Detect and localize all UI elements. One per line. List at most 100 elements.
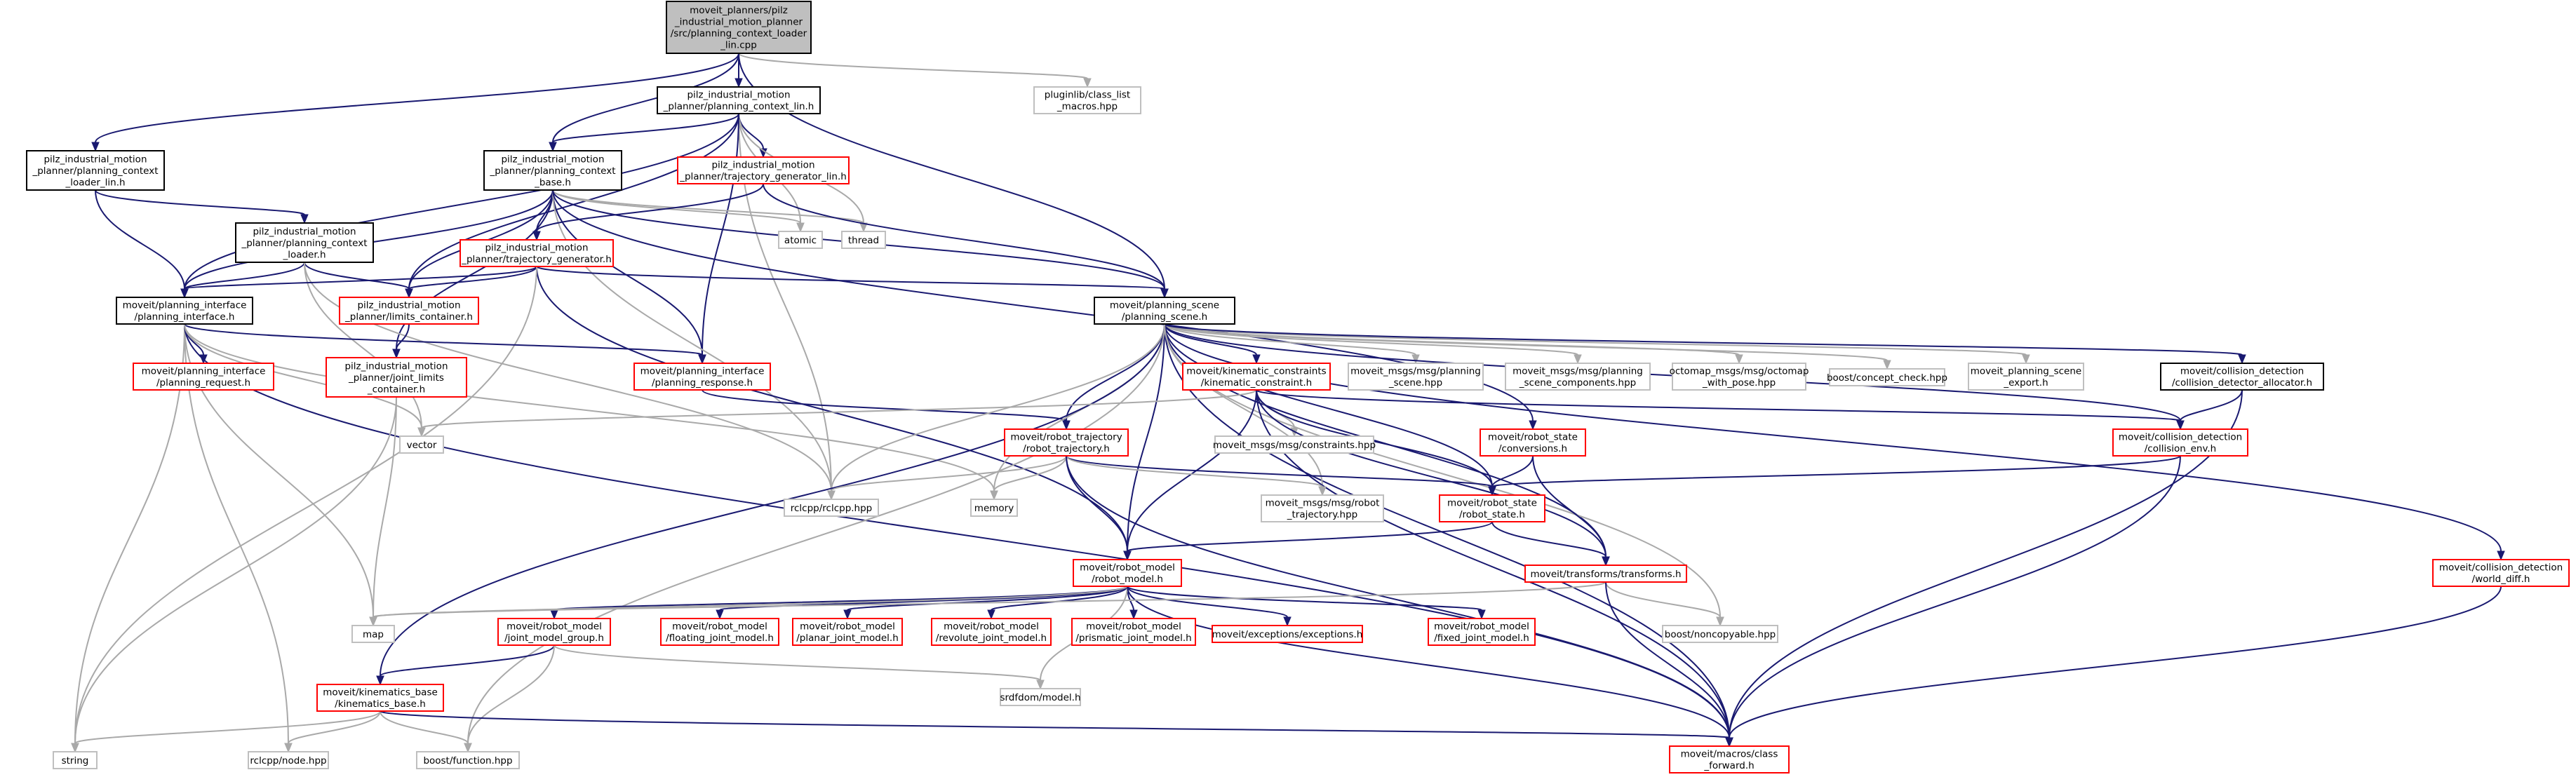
node-ctx-loader-lin-h[interactable]: pilz_industrial_motion_planner/planning_…: [26, 150, 165, 191]
edge-traj_gen_h-to-planning_interface: [180, 266, 537, 299]
node-box: [316, 684, 444, 712]
node-label-line: _loader_lin.h: [65, 177, 125, 188]
node-exceptions[interactable]: moveit/exceptions/exceptions.h: [1212, 625, 1363, 643]
edge-planning_interface-to-planning_response: [184, 323, 706, 365]
node-label-line: _planner/planning_context_lin.h: [663, 101, 814, 112]
node-robot-state[interactable]: moveit/robot_state/robot_state.h: [1439, 494, 1545, 522]
node-planning-interface[interactable]: moveit/planning_interface/planning_inter…: [116, 297, 253, 325]
node-label-line: moveit/robot_model: [1086, 621, 1181, 633]
node-label-line: moveit/robot_model: [1434, 621, 1529, 633]
node-label-line: _industrial_motion_planner: [674, 17, 803, 28]
node-box: [1428, 618, 1536, 646]
node-msg-planning-scene[interactable]: moveit_msgs/msg/planning_scene.hpp: [1348, 363, 1484, 391]
node-srdf[interactable]: srdfdom/model.h: [1000, 688, 1081, 706]
node-concept-check[interactable]: boost/concept_check.hpp: [1827, 368, 1947, 386]
node-label-line: moveit/robot_model: [672, 621, 767, 633]
node-msg-robot-traj[interactable]: moveit_msgs/msg/robot_trajectory.hpp: [1261, 494, 1384, 522]
node-cd-allocator[interactable]: moveit/collision_detection/collision_det…: [2160, 363, 2324, 391]
node-planar[interactable]: moveit/robot_model/planar_joint_model.h: [792, 618, 903, 646]
node-box: [2432, 559, 2570, 587]
edge-collision_env-to-class_forward: [1725, 455, 2181, 748]
node-traj-gen-lin-h[interactable]: pilz_industrial_motion_planner/trajector…: [677, 156, 850, 184]
node-string[interactable]: string: [53, 751, 98, 769]
node-box: [1094, 297, 1235, 325]
edge-arrowhead: [1488, 486, 1496, 496]
node-class-forward[interactable]: moveit/macros/class_forward.h: [1669, 745, 1790, 773]
node-boost-function[interactable]: boost/function.hpp: [416, 751, 520, 769]
edge-robot_model-to-planar: [843, 586, 1128, 620]
node-traj-gen-h[interactable]: pilz_industrial_motion_planner/trajector…: [459, 239, 614, 267]
node-vector[interactable]: vector: [399, 435, 444, 454]
edge-kin_base-to-rclcpp_node: [284, 710, 381, 753]
edge-arrowhead: [1725, 737, 1733, 748]
node-rclcpp[interactable]: rclcpp/rclcpp.hpp: [784, 499, 879, 517]
node-kin-base[interactable]: moveit/kinematics_base/kinematics_base.h: [316, 684, 444, 712]
node-box: [248, 751, 329, 769]
node-planning-response[interactable]: moveit/planning_interface/planning_respo…: [633, 363, 771, 391]
node-msg-constraints[interactable]: moveit_msgs/msg/constraints.hpp: [1213, 435, 1376, 454]
edge-line: [184, 323, 703, 356]
edge-line: [288, 710, 381, 744]
node-planning-request[interactable]: moveit/planning_interface/planning_reque…: [133, 363, 274, 391]
node-floating[interactable]: moveit/robot_model/floating_joint_model.…: [660, 618, 779, 646]
node-octomap[interactable]: octomap_msgs/msg/octomap_with_pose.hpp: [1670, 363, 1809, 391]
edge-ctx_loader_lin_h-to-ctx_loader_h: [95, 189, 309, 224]
edge-arrowhead: [1477, 609, 1486, 620]
node-label-line: moveit/collision_detection: [2180, 366, 2304, 377]
node-rclcpp-node[interactable]: rclcpp/node.hpp: [248, 751, 329, 769]
node-limits-container[interactable]: pilz_industrial_motion_planner/limits_co…: [339, 297, 479, 325]
node-msg-psc[interactable]: moveit_msgs/msg/planning_scene_component…: [1505, 363, 1651, 391]
node-box: [633, 363, 771, 391]
node-robot-model[interactable]: moveit/robot_model/robot_model.h: [1073, 559, 1182, 587]
edge-kinematic_constraint-to-vector: [417, 389, 1257, 438]
edge-traj_gen_h-to-planning_scene: [536, 266, 1169, 299]
node-memory[interactable]: memory: [970, 499, 1018, 517]
edge-line: [1127, 323, 1165, 552]
node-label-line: moveit_msgs/msg/planning: [1512, 366, 1643, 377]
node-label-line: _planner/planning_context: [241, 238, 367, 249]
node-ctx-base-h[interactable]: pilz_industrial_motion_planner/planning_…: [483, 150, 622, 191]
edge-arrowhead: [843, 609, 852, 620]
node-jmg[interactable]: moveit/robot_model/joint_model_group.h: [497, 618, 611, 646]
edge-arrowhead: [827, 490, 836, 501]
node-map[interactable]: map: [351, 625, 395, 643]
node-label-line: moveit/macros/class: [1681, 749, 1778, 760]
node-collision-env[interactable]: moveit/collision_detection/collision_env…: [2112, 428, 2248, 457]
node-label-line: _planner/trajectory_generator.h: [461, 254, 612, 265]
node-label-line: moveit/kinematics_base: [323, 687, 438, 698]
edge-arrowhead: [464, 743, 472, 753]
edge-planning_scene-to-msg_psc: [1164, 323, 1582, 365]
node-label-line: moveit/transforms/transforms.h: [1530, 569, 1681, 580]
node-thread[interactable]: thread: [841, 231, 886, 249]
node-box: [497, 618, 611, 646]
node-fixed[interactable]: moveit/robot_model/fixed_joint_model.h: [1428, 618, 1536, 646]
edge-arrowhead: [2497, 550, 2505, 561]
node-atomic[interactable]: atomic: [778, 231, 823, 249]
node-label-line: /revolute_joint_model.h: [936, 633, 1047, 644]
node-world-diff[interactable]: moveit/collision_detection/world_diff.h: [2432, 559, 2570, 587]
node-prismatic[interactable]: moveit/robot_model/prismatic_joint_model…: [1071, 618, 1196, 646]
node-joint-limits[interactable]: pilz_industrial_motion_planner/joint_lim…: [326, 357, 467, 398]
node-rs-conversions[interactable]: moveit/robot_state/conversions.h: [1480, 428, 1586, 457]
node-root[interactable]: moveit_planners/pilz_industrial_motion_p…: [666, 1, 812, 54]
node-transforms[interactable]: moveit/transforms/transforms.h: [1524, 565, 1687, 583]
node-ctx-loader-h[interactable]: pilz_industrial_motion_planner/planning_…: [235, 222, 374, 263]
edge-line: [1605, 581, 1721, 618]
edge-arrowhead: [91, 142, 100, 152]
node-box: [1348, 363, 1484, 391]
node-lin-h[interactable]: pilz_industrial_motion_planner/planning_…: [657, 86, 821, 114]
node-kinematic-constraint[interactable]: moveit/kinematic_constraints/kinematic_c…: [1182, 363, 1331, 391]
node-revolute[interactable]: moveit/robot_model/revolute_joint_model.…: [931, 618, 1052, 646]
node-label-line: _base.h: [534, 177, 571, 188]
node-label-line: /planning_scene.h: [1122, 311, 1207, 323]
node-label-line: moveit/collision_detection: [2439, 562, 2563, 574]
node-robot-trajectory[interactable]: moveit/robot_trajectory/robot_trajectory…: [1004, 428, 1129, 457]
node-class-list[interactable]: pluginlib/class_list_macros.hpp: [1033, 86, 1141, 114]
edge-arrowhead: [987, 609, 995, 620]
node-planning-scene[interactable]: moveit/planning_scene/planning_scene.h: [1094, 297, 1235, 325]
node-scene-export[interactable]: moveit_planning_scene_export.h: [1968, 363, 2084, 391]
node-box: [677, 156, 850, 184]
node-box: [1004, 428, 1129, 457]
node-noncopyable[interactable]: boost/noncopyable.hpp: [1662, 625, 1778, 643]
edge-arrowhead: [716, 609, 724, 620]
